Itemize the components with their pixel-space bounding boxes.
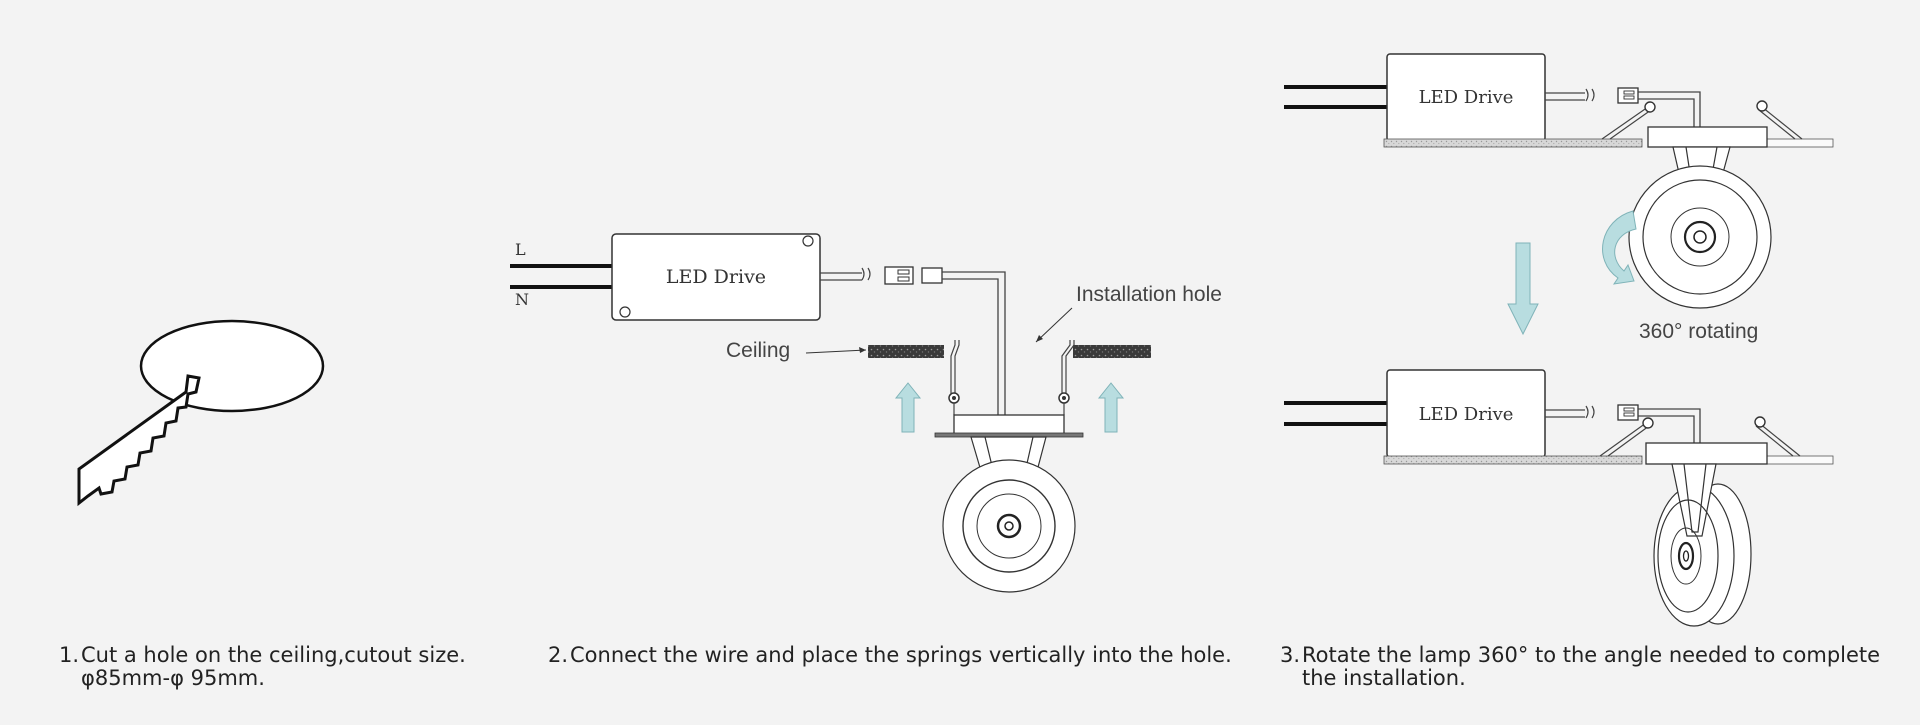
connector-bottom	[1617, 404, 1639, 421]
lamp-bracket-bottom	[1671, 463, 1717, 537]
ceiling-slab-left	[868, 345, 944, 358]
wire-n-label: N	[515, 290, 529, 309]
hole-pointer-head	[1036, 335, 1043, 342]
lamp-housing-bottom	[1645, 442, 1768, 465]
installation-hole-label: Installation hole	[1076, 283, 1222, 306]
step1-caption: 1.Cut a hole on the ceiling,cutout size.…	[59, 644, 519, 690]
step1-illustration	[77, 319, 325, 507]
lamp-led-bottom	[1682, 550, 1690, 562]
hole-pointer	[1035, 307, 1073, 343]
spring-pivot	[1644, 101, 1656, 113]
connector-top	[1617, 87, 1639, 104]
step2-caption: 2.Connect the wire and place the springs…	[548, 644, 1248, 667]
push-up-arrow-left	[894, 382, 922, 433]
ceiling-board-bottom-right	[1766, 455, 1834, 465]
connector-pin	[1623, 407, 1635, 412]
spring-left	[950, 340, 960, 395]
down-arrow-icon	[1507, 242, 1539, 336]
spring-pivot	[1756, 100, 1768, 112]
spring-right	[1061, 340, 1075, 395]
step3-caption: 3.Rotate the lamp 360° to the angle need…	[1280, 644, 1900, 690]
wire-break	[1585, 405, 1595, 419]
connector-pin	[897, 276, 910, 282]
step1-caption-line2: φ85mm-φ 95mm.	[81, 666, 265, 690]
driver-output-wire-bottom	[1545, 409, 1585, 418]
step2-caption-text: Connect the wire and place the springs v…	[570, 643, 1232, 667]
ceiling-board-bottom	[1383, 455, 1643, 465]
led-driver-label: LED Drive	[666, 266, 766, 288]
step3-number: 3.	[1280, 643, 1301, 667]
lamp-head-top-inner	[1670, 207, 1730, 267]
lamp-housing	[953, 414, 1065, 435]
lamp-head-bottom-inner	[1670, 527, 1702, 585]
lamp-led-top	[1693, 230, 1707, 244]
lamp-housing-top	[1647, 126, 1768, 148]
step2-number: 2.	[548, 643, 569, 667]
lamp-head-inner	[976, 493, 1042, 559]
spring-pivot-dot	[1062, 396, 1066, 400]
ceiling-hole-ellipse	[139, 319, 325, 413]
wire-break	[1585, 88, 1595, 102]
spring-pivot	[1642, 417, 1654, 429]
wire-l-label: L	[515, 240, 526, 259]
spring-pivot	[1754, 416, 1766, 428]
ceiling-board-top-right	[1766, 138, 1834, 148]
connector-socket	[921, 267, 943, 284]
rotate-arrow-icon	[1602, 210, 1637, 285]
ceiling-slab-right	[1073, 345, 1151, 358]
led-driver-label-bottom: LED Drive	[1419, 404, 1514, 425]
driver-screw-bottom	[619, 306, 631, 318]
lamp-lead-wire-top	[1638, 91, 1701, 127]
wire-break	[861, 267, 871, 281]
connector-plug	[884, 266, 914, 285]
springs-top	[1601, 106, 1803, 140]
driver-output-wire-top	[1545, 92, 1585, 101]
saw-icon	[77, 374, 201, 507]
rotate-label: 360° rotating	[1639, 320, 1758, 343]
step3-illustration: LED Drive 360° rotating LED Drive	[1284, 53, 1834, 627]
ceiling-pointer-head	[859, 347, 866, 353]
step3-caption-line1: Rotate the lamp 360° to the angle needed…	[1302, 643, 1881, 667]
connector-pin	[1623, 95, 1635, 100]
step1-number: 1.	[59, 643, 80, 667]
connector-pin	[897, 269, 910, 275]
connector-pin	[1623, 90, 1635, 95]
ceiling-board-top	[1383, 138, 1643, 148]
lamp-head-top-ring	[1642, 179, 1758, 295]
ceiling-label: Ceiling	[726, 339, 790, 362]
ceiling-pointer	[805, 349, 867, 354]
lamp-lead-wire	[942, 271, 1006, 415]
driver-output-wire	[820, 272, 862, 281]
lamp-head-bottom-ring	[1657, 499, 1719, 613]
driver-screw-top	[802, 235, 814, 247]
led-driver-label-top: LED Drive	[1419, 87, 1514, 108]
step1-caption-line1: Cut a hole on the ceiling,cutout size.	[81, 643, 466, 667]
connector-pin	[1623, 412, 1635, 417]
springs-bottom	[1599, 422, 1801, 457]
spring-pivot-dot	[952, 396, 956, 400]
push-up-arrow-right	[1097, 382, 1125, 433]
step3-caption-line2: the installation.	[1302, 666, 1466, 690]
step2-illustration: L N LED Drive Ceiling Installation hole	[510, 233, 1222, 593]
lamp-head-ring	[962, 479, 1056, 573]
lamp-lead-wire-bottom	[1638, 408, 1701, 444]
led-driver-box	[611, 233, 821, 321]
lamp-led	[1004, 521, 1014, 531]
